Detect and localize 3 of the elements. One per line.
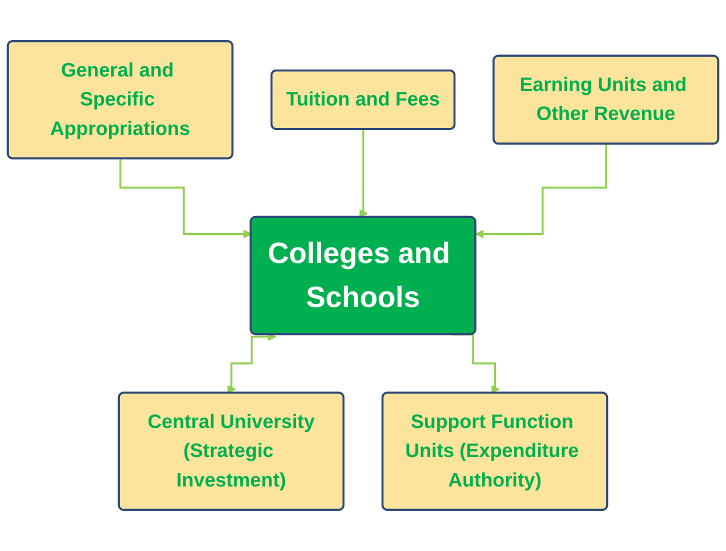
arrow xyxy=(475,143,608,238)
arrow xyxy=(119,158,252,238)
arrow xyxy=(359,128,368,218)
